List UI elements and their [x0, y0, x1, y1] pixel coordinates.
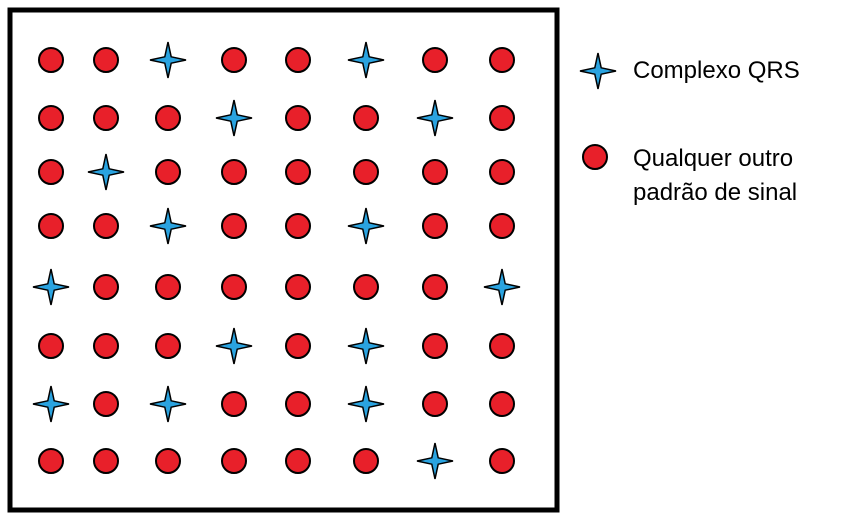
qrs-star-icon-r5-c8: [483, 268, 521, 306]
signal-circle-icon-r1-c1: [38, 47, 64, 73]
signal-circle-icon-r6-c2: [93, 333, 119, 359]
grid-frame: [7, 7, 560, 513]
legend-star-icon: [579, 52, 617, 90]
signal-circle-icon-r4-c5: [285, 213, 311, 239]
signal-circle-icon-r8-c6: [353, 448, 379, 474]
qrs-star-icon-r8-c7: [416, 442, 454, 480]
legend-circle-icon: [582, 144, 608, 170]
signal-circle-icon-r3-c6: [353, 159, 379, 185]
signal-circle-icon-r1-c7: [422, 47, 448, 73]
qrs-star-icon-r6-c6: [347, 327, 385, 365]
signal-circle-icon-r7-c5: [285, 391, 311, 417]
signal-circle-icon-r2-c3: [155, 105, 181, 131]
signal-circle-icon-r6-c8: [489, 333, 515, 359]
signal-circle-icon-r4-c1: [38, 213, 64, 239]
signal-circle-icon-r1-c2: [93, 47, 119, 73]
qrs-star-icon-r5-c1: [32, 268, 70, 306]
signal-circle-icon-r3-c3: [155, 159, 181, 185]
signal-circle-icon-r4-c8: [489, 213, 515, 239]
signal-circle-icon-r8-c3: [155, 448, 181, 474]
signal-circle-icon-r6-c3: [155, 333, 181, 359]
signal-circle-icon-r3-c1: [38, 159, 64, 185]
legend-qrs-label: Complexo QRS: [633, 54, 800, 88]
signal-circle-icon-r3-c4: [221, 159, 247, 185]
qrs-star-icon-r7-c6: [347, 385, 385, 423]
signal-circle-icon-r5-c2: [93, 274, 119, 300]
signal-circle-icon-r5-c5: [285, 274, 311, 300]
signal-circle-icon-r5-c6: [353, 274, 379, 300]
legend-qrs-text: Complexo QRS: [633, 57, 800, 84]
signal-circle-icon-r7-c8: [489, 391, 515, 417]
signal-circle-icon-r1-c8: [489, 47, 515, 73]
qrs-star-icon-r4-c3: [149, 207, 187, 245]
signal-circle-icon-r5-c4: [221, 274, 247, 300]
signal-circle-icon-r2-c8: [489, 105, 515, 131]
signal-circle-icon-r2-c5: [285, 105, 311, 131]
qrs-star-icon-r6-c4: [215, 327, 253, 365]
legend-other-label: Qualquer outro padrão de sinal: [633, 142, 797, 210]
signal-circle-icon-r1-c5: [285, 47, 311, 73]
signal-circle-icon-r6-c5: [285, 333, 311, 359]
grid-symbols: [32, 41, 521, 480]
signal-circle-icon-r4-c7: [422, 213, 448, 239]
qrs-star-icon-r2-c4: [215, 99, 253, 137]
signal-circle-icon-r3-c8: [489, 159, 515, 185]
signal-circle-icon-r5-c3: [155, 274, 181, 300]
signal-circle-icon-r5-c7: [422, 274, 448, 300]
legend-icons: [579, 52, 617, 170]
qrs-star-icon-r7-c1: [32, 385, 70, 423]
signal-circle-icon-r1-c4: [221, 47, 247, 73]
signal-circle-icon-r2-c6: [353, 105, 379, 131]
signal-circle-icon-r2-c2: [93, 105, 119, 131]
signal-circle-icon-r7-c7: [422, 391, 448, 417]
signal-circle-icon-r8-c8: [489, 448, 515, 474]
qrs-star-icon-r7-c3: [149, 385, 187, 423]
signal-circle-icon-r8-c4: [221, 448, 247, 474]
signal-circle-icon-r4-c4: [221, 213, 247, 239]
qrs-star-icon-r3-c2: [87, 153, 125, 191]
signal-circle-icon-r7-c2: [93, 391, 119, 417]
signal-circle-icon-r4-c2: [93, 213, 119, 239]
signal-circle-icon-r2-c1: [38, 105, 64, 131]
signal-circle-icon-r3-c5: [285, 159, 311, 185]
signal-circle-icon-r8-c5: [285, 448, 311, 474]
legend-other-text-line2: padrão de sinal: [633, 179, 798, 206]
signal-circle-icon-r6-c1: [38, 333, 64, 359]
signal-circle-icon-r8-c1: [38, 448, 64, 474]
qrs-star-icon-r4-c6: [347, 207, 385, 245]
signal-circle-icon-r8-c2: [93, 448, 119, 474]
qrs-star-icon-r1-c3: [149, 41, 187, 79]
qrs-star-icon-r1-c6: [347, 41, 385, 79]
qrs-star-icon-r2-c7: [416, 99, 454, 137]
signal-circle-icon-r3-c7: [422, 159, 448, 185]
signal-circle-icon-r6-c7: [422, 333, 448, 359]
signal-circle-icon-r7-c4: [221, 391, 247, 417]
legend-other-text-line1: Qualquer outro: [633, 145, 794, 172]
